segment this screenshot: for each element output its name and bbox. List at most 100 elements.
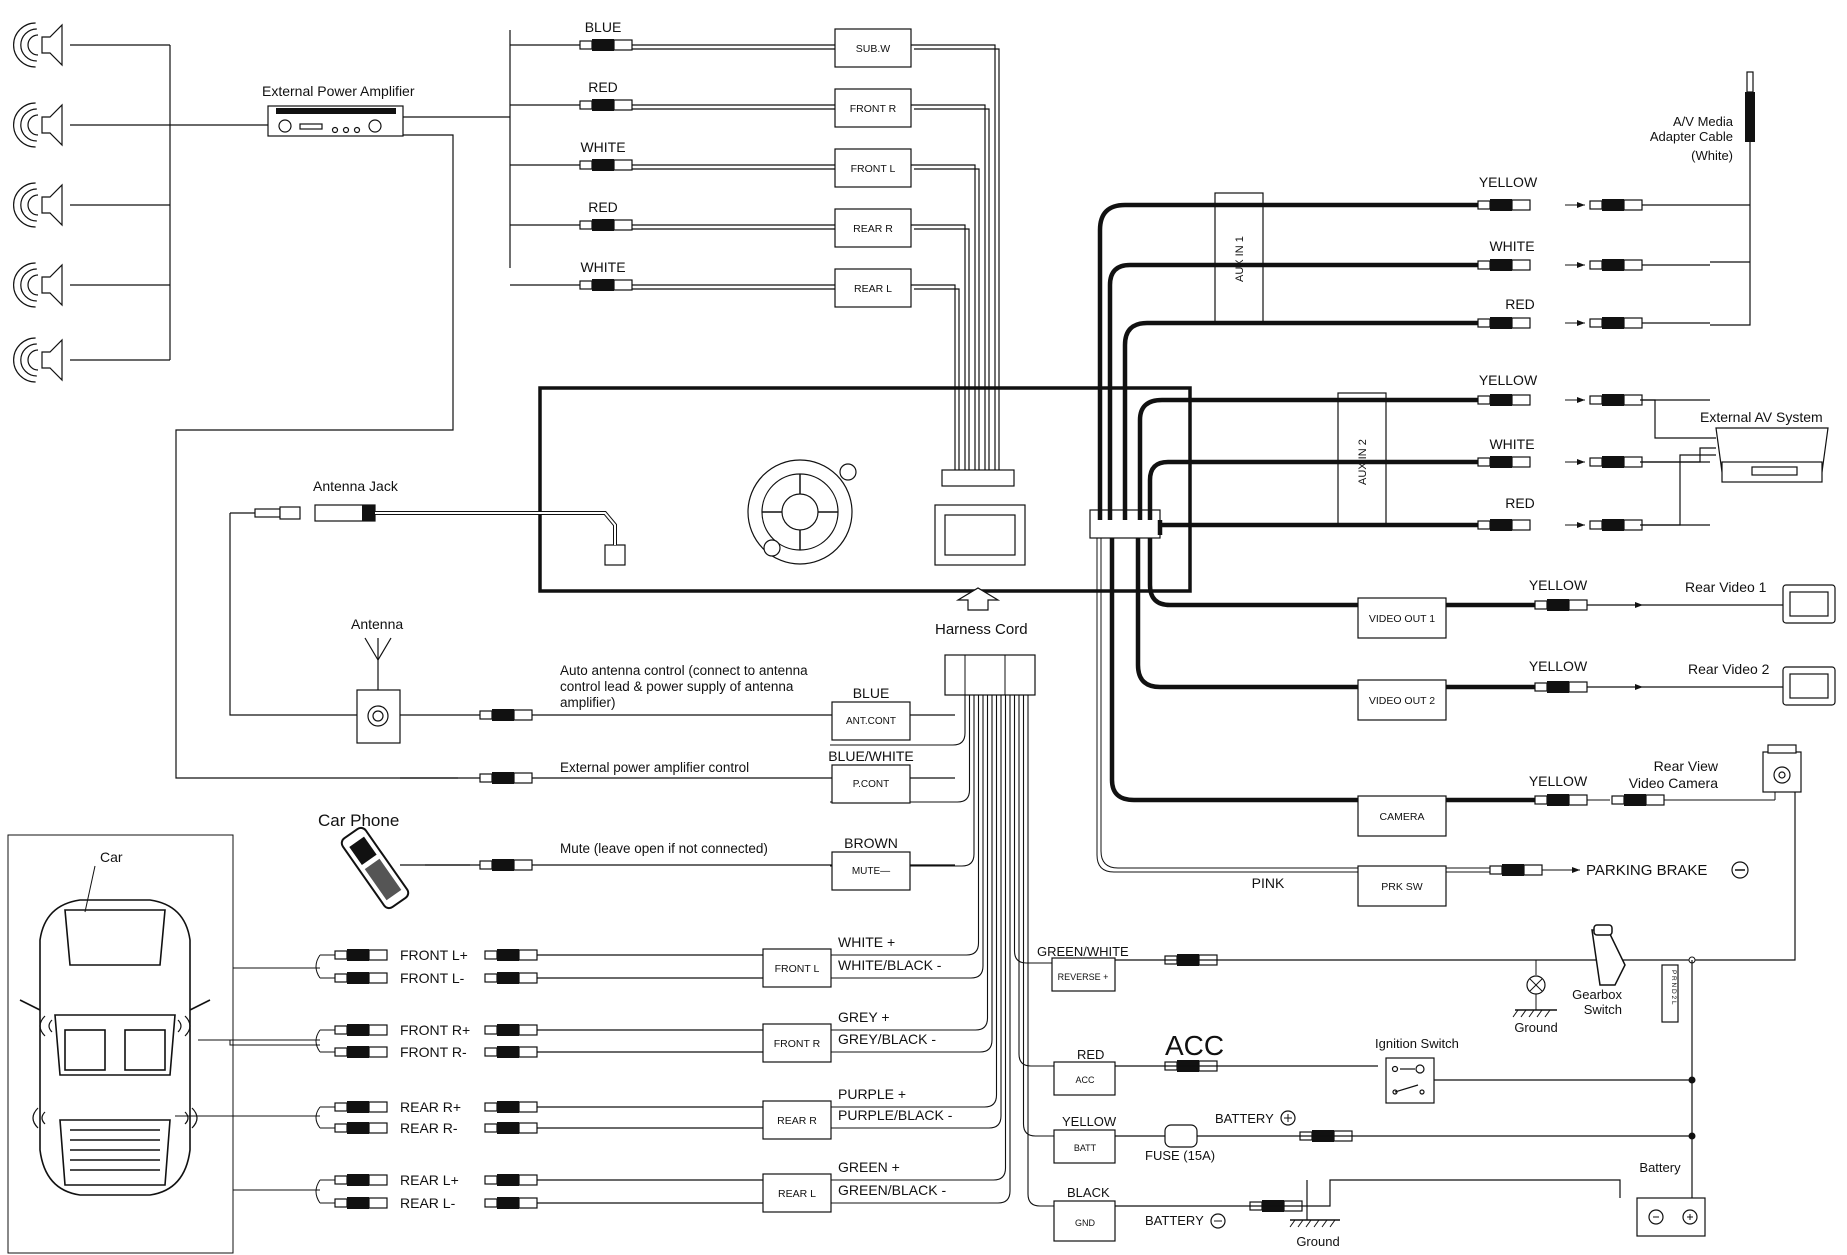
- harness-cord: Harness Cord: [935, 587, 1036, 696]
- speaker-bus-lines: [70, 44, 268, 361]
- antenna-label: Antenna: [351, 616, 403, 632]
- aux-source-plug: [1589, 317, 1643, 329]
- p-cont-desc: External power amplifier control: [560, 760, 749, 775]
- pink-wire-label: PINK: [1252, 875, 1285, 891]
- speaker-plus-wire: WHITE +: [838, 934, 895, 950]
- video-out-1-box: VIDEO OUT 1: [1369, 613, 1435, 625]
- speaker-plus-label: FRONT L+: [400, 947, 468, 963]
- reverse-ground-label: Ground: [1514, 1020, 1557, 1035]
- control-lead: P.CONT BLUE/WHITE: [400, 748, 955, 804]
- speaker-minus-wire: WHITE/BLACK -: [838, 957, 942, 973]
- rear-video-2-label: Rear Video 2: [1688, 661, 1770, 677]
- rca-plug: [579, 279, 633, 291]
- rca-color-label: RED: [588, 79, 618, 95]
- mini-jack-icon: [1745, 71, 1755, 142]
- battery-plus-label: BATTERY: [1215, 1111, 1274, 1126]
- ignition-label: Ignition Switch: [1375, 1036, 1459, 1051]
- lead-connector: [479, 859, 533, 871]
- camera-color: YELLOW: [1529, 773, 1588, 789]
- aux-plug: [1477, 199, 1531, 211]
- aux2-white: WHITE: [1489, 436, 1534, 452]
- aux2-yellow: YELLOW: [1479, 372, 1538, 388]
- aux-plug: [1477, 394, 1531, 406]
- lead-connector: [479, 772, 533, 784]
- lead-box-label: P.CONT: [853, 779, 890, 790]
- power-section: RED ACC ACC Ignition Switch YELLOW BATT …: [1053, 1030, 1706, 1249]
- speaker-plus-label: REAR L+: [400, 1172, 459, 1188]
- car: Car: [7, 834, 320, 1254]
- acc-box: ACC: [1075, 1075, 1095, 1085]
- video-out-plug: [1534, 599, 1588, 611]
- speaker-icon: [13, 262, 63, 308]
- reverse-wire-label: GREEN/WHITE: [1037, 944, 1129, 959]
- speaker-plus-wire: GREEN +: [838, 1159, 900, 1175]
- rear-video-1-label: Rear Video 1: [1685, 579, 1767, 595]
- external-av-label: External AV System: [1700, 409, 1823, 425]
- speaker-minus-wire: GREY/BLACK -: [838, 1031, 936, 1047]
- aux-in-1: AUX IN 1: [1214, 192, 1264, 324]
- speaker-lead-plug: [484, 949, 538, 961]
- mute-desc: Mute (leave open if not connected): [560, 841, 768, 856]
- speaker-plus-wire: PURPLE +: [838, 1086, 906, 1102]
- acc-wire-label: RED: [1077, 1047, 1104, 1062]
- rca-box-label: FRONT L: [851, 163, 896, 175]
- aux-color-labels: YELLOW WHITE RED YELLOW WHITE RED YELLOW…: [1252, 174, 1588, 891]
- control-lead: MUTE—BROWN: [400, 835, 955, 891]
- rca-output: RED FRONT R: [510, 79, 912, 128]
- parking-brake: PARKING BRAKE: [1586, 861, 1749, 879]
- speaker-lead-plug: [484, 1046, 538, 1058]
- aux-plug: [1477, 317, 1531, 329]
- batt-box: BATT: [1074, 1143, 1097, 1153]
- video-out-2-box: VIDEO OUT 2: [1369, 695, 1435, 707]
- car-topview-icon: [19, 899, 211, 1196]
- batt-wire-label: YELLOW: [1062, 1114, 1117, 1129]
- video-out-2-color: YELLOW: [1529, 658, 1588, 674]
- external-av-system: External AV System: [1640, 399, 1829, 526]
- speaker-plus-label: REAR R+: [400, 1099, 461, 1115]
- speaker-lead-plug: [484, 1024, 538, 1036]
- rca-plug: [579, 39, 633, 51]
- rca-plug: [579, 99, 633, 111]
- video-out-plug: [1534, 681, 1588, 693]
- antenna: Antenna: [351, 616, 403, 744]
- aux-source-plug: [1589, 199, 1643, 211]
- aux-in-2: AUX IN 2: [1337, 392, 1387, 527]
- av-cable-label-1: A/V Media: [1673, 114, 1734, 129]
- car-phone-label: Car Phone: [318, 811, 399, 830]
- rca-plug: [579, 219, 633, 231]
- speaker-lead-plug: [484, 1197, 538, 1209]
- lead-wire-label: BLUE: [853, 685, 890, 701]
- fan-icon: [747, 459, 857, 565]
- camera-box: CAMERA: [1380, 811, 1425, 823]
- gear-shifter-icon: [1591, 924, 1626, 986]
- speaker-lead-plug: [484, 1101, 538, 1113]
- speaker-lead-plug: [484, 1122, 538, 1134]
- rca-box-label: FRONT R: [850, 103, 897, 115]
- key-icon: [1391, 1064, 1425, 1095]
- video-out-1-color: YELLOW: [1529, 577, 1588, 593]
- car-label: Car: [100, 849, 123, 865]
- aux1-yellow: YELLOW: [1479, 174, 1538, 190]
- reverse-section: GREEN/WHITE REVERSE + Ground Gearbox Swi…: [1037, 924, 1696, 1180]
- lead-wire-label: BLUE/WHITE: [828, 748, 914, 764]
- ground-hatch-icon-2: [1289, 1219, 1336, 1228]
- rca-color-label: WHITE: [580, 139, 625, 155]
- amplifier-label: External Power Amplifier: [262, 83, 415, 99]
- av-cable-label-3: (White): [1691, 148, 1733, 163]
- auto-antenna-text-1: Auto antenna control (connect to antenna: [560, 663, 808, 678]
- camera-label-1: Rear View: [1654, 758, 1719, 774]
- rca-color-label: BLUE: [585, 19, 622, 35]
- speaker-icon: [13, 102, 63, 148]
- rca-color-label: WHITE: [580, 259, 625, 275]
- lead-connector: [479, 709, 533, 721]
- speaker-icon: [13, 337, 63, 383]
- rca-bundle: [910, 44, 1000, 470]
- av-media-adapter-cable: A/V Media Adapter Cable (White): [1650, 71, 1755, 326]
- gnd-box: GND: [1075, 1218, 1096, 1228]
